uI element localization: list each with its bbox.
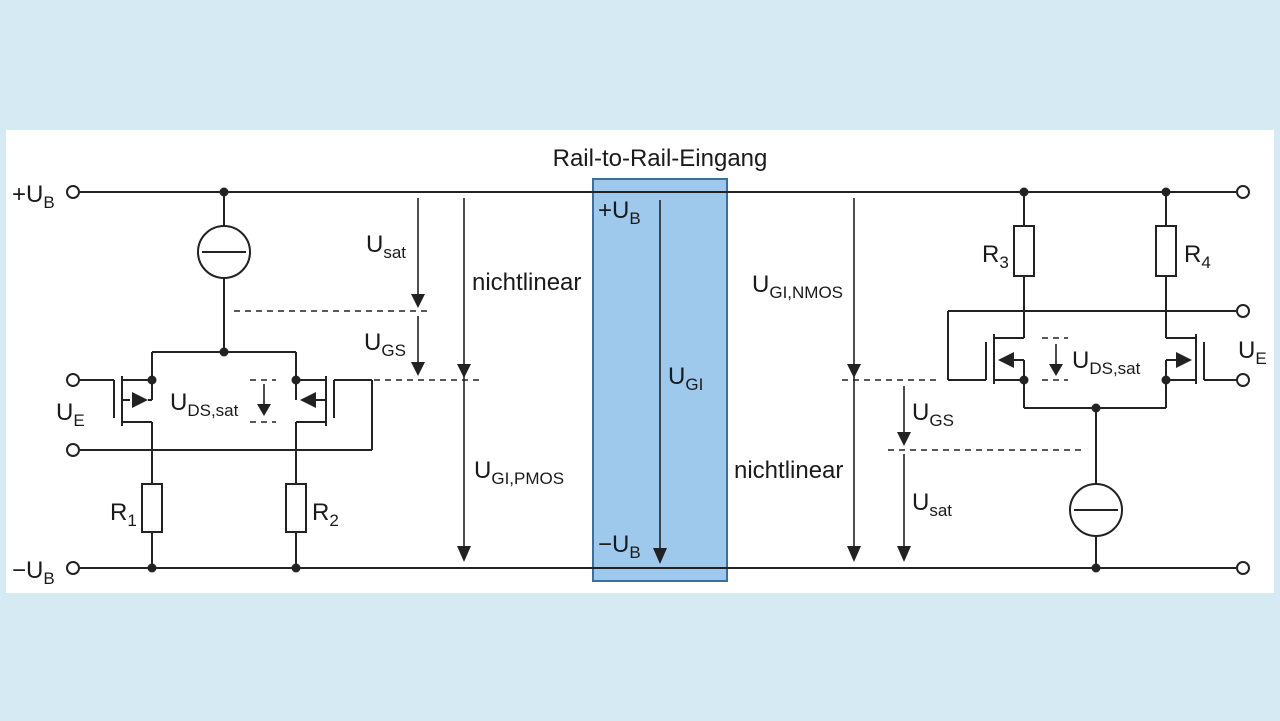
nmos-voltage-arrows: [842, 198, 1086, 562]
ugi-range-arrow: [653, 200, 667, 564]
right-output-ue-label: UE: [1238, 337, 1267, 368]
ugi-pmos-label: UGI,PMOS: [474, 457, 564, 488]
right-usat-label: Usat: [912, 489, 952, 520]
r3-label: R3: [982, 241, 1009, 272]
resistor-r4-icon: [1155, 225, 1177, 277]
nmos-input-stage: [947, 187, 1250, 573]
plus-ub-label: +UB: [12, 181, 55, 212]
r4-label: R4: [1184, 241, 1211, 272]
band-minus-ub-label: −UB: [598, 531, 641, 562]
pmos-input-stage: [66, 187, 373, 573]
r1-label: R1: [110, 499, 137, 530]
left-ugs-label: UGS: [364, 329, 406, 360]
left-uds-sat-label: UDS,sat: [170, 389, 239, 420]
left-input-ue-label: UE: [56, 399, 85, 430]
right-ugs-label: UGS: [912, 399, 954, 430]
r2-label: R2: [312, 499, 339, 530]
right-uds-sat-label: UDS,sat: [1072, 347, 1141, 378]
left-usat-label: Usat: [366, 231, 406, 262]
left-nichtlinear-label: nichtlinear: [472, 269, 581, 296]
diagram-title: Rail-to-Rail-Eingang: [553, 145, 768, 172]
negative-supply-rail: [66, 561, 1250, 575]
resistor-r3-icon: [1013, 225, 1035, 277]
resistor-r2-icon: [285, 483, 307, 533]
band-plus-ub-label: +UB: [598, 197, 641, 228]
right-nichtlinear-label: nichtlinear: [734, 457, 843, 484]
ugi-nmos-label: UGI,NMOS: [752, 271, 843, 302]
resistor-r1-icon: [141, 483, 163, 533]
band-ugi-label: UGI: [668, 363, 703, 394]
pmos-voltage-arrows: [234, 198, 484, 562]
positive-supply-rail: [66, 185, 1250, 199]
minus-ub-label: −UB: [12, 557, 55, 588]
